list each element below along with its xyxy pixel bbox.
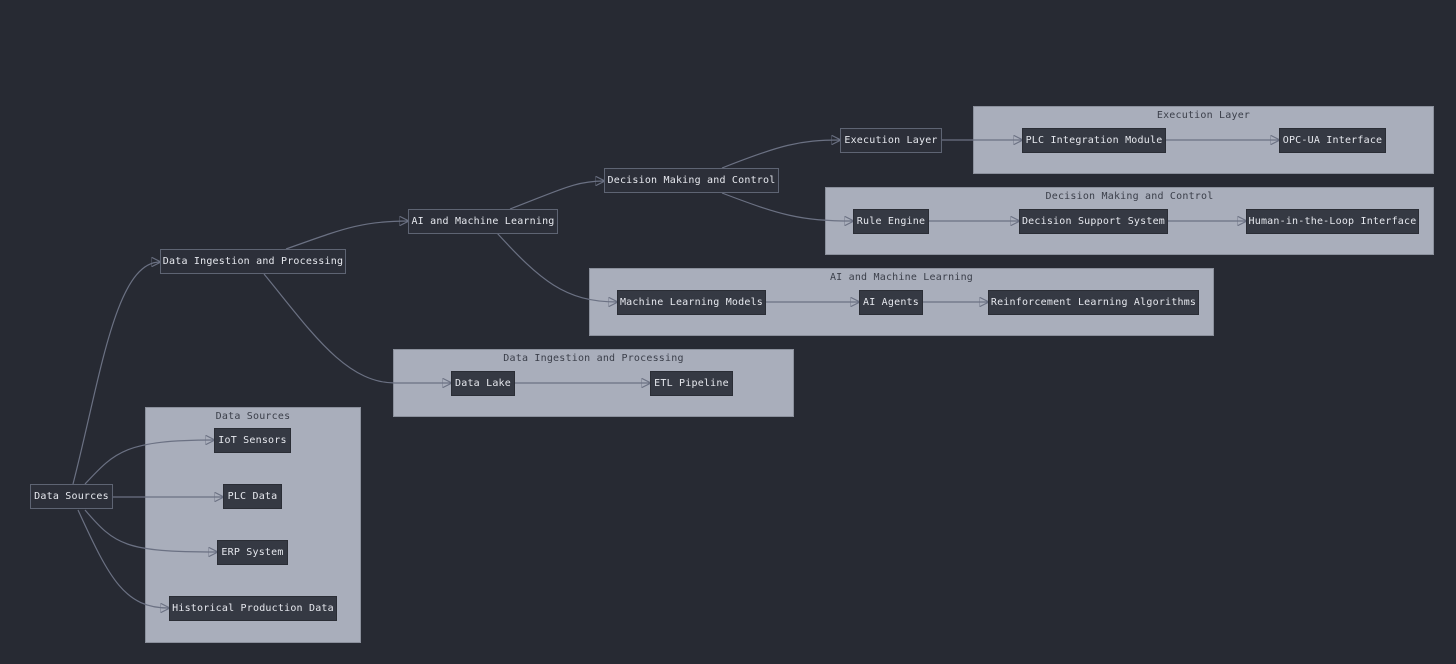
node-plc-data[interactable]: PLC Data	[223, 484, 282, 509]
cluster-title-data-sources: Data Sources	[215, 411, 291, 422]
node-dss[interactable]: Decision Support System	[1019, 209, 1168, 234]
edge-ingestion-datalake	[263, 273, 451, 383]
node-historical-data[interactable]: Historical Production Data	[169, 596, 337, 621]
edge-ai-decision	[509, 181, 604, 210]
node-decision[interactable]: Decision Making and Control	[604, 168, 779, 193]
node-erp-system[interactable]: ERP System	[217, 540, 288, 565]
edge-ai-mlmodels	[496, 232, 617, 302]
node-data-lake[interactable]: Data Lake	[451, 371, 515, 396]
node-execution[interactable]: Execution Layer	[840, 128, 942, 153]
edge-sources-ingestion	[72, 262, 160, 485]
cluster-title-ai-ml: AI and Machine Learning	[829, 272, 974, 283]
edge-ingestion-ai	[285, 221, 408, 250]
node-rl-algorithms[interactable]: Reinforcement Learning Algorithms	[988, 290, 1199, 315]
cluster-title-execution: Execution Layer	[1156, 110, 1251, 121]
node-rule-engine[interactable]: Rule Engine	[853, 209, 929, 234]
node-iot-sensors[interactable]: IoT Sensors	[214, 428, 291, 453]
edge-sources-erp	[84, 509, 217, 552]
edge-sources-iot	[84, 440, 214, 485]
cluster-title-decision: Decision Making and Control	[1045, 191, 1214, 202]
edge-decision-execution	[721, 140, 840, 169]
node-data-sources[interactable]: Data Sources	[30, 484, 113, 509]
cluster-title-ingestion: Data Ingestion and Processing	[503, 353, 684, 364]
node-hitl[interactable]: Human-in-the-Loop Interface	[1246, 209, 1419, 234]
node-ai-ml[interactable]: AI and Machine Learning	[408, 209, 558, 234]
edge-decision-rule	[721, 192, 853, 221]
node-plc-integration[interactable]: PLC Integration Module	[1022, 128, 1166, 153]
edge-sources-historical	[77, 509, 169, 608]
node-ml-models[interactable]: Machine Learning Models	[617, 290, 766, 315]
node-opcua[interactable]: OPC-UA Interface	[1279, 128, 1386, 153]
node-etl-pipeline[interactable]: ETL Pipeline	[650, 371, 733, 396]
node-ai-agents[interactable]: AI Agents	[859, 290, 923, 315]
node-data-ingestion[interactable]: Data Ingestion and Processing	[160, 249, 346, 274]
